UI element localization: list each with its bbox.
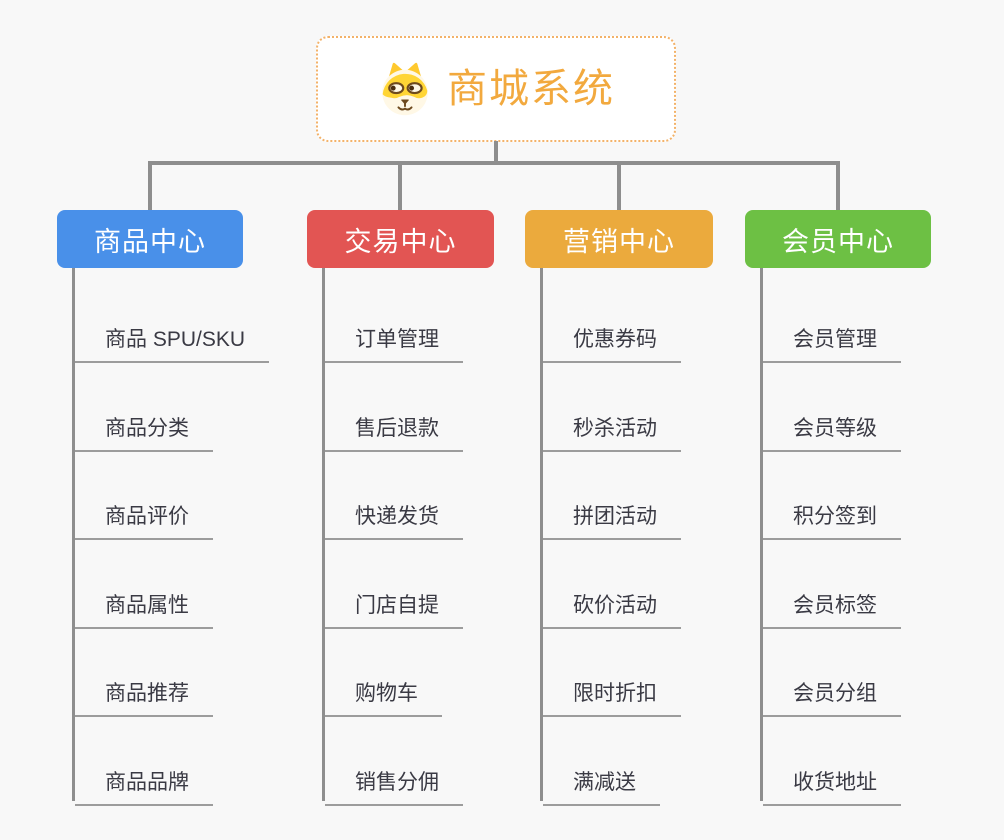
leaf-label: 会员管理 xyxy=(793,328,877,351)
leaf-node-trade-center-0[interactable]: 订单管理 xyxy=(325,301,463,363)
branch-member-center: 会员中心 会员管理会员等级积分签到会员标签会员分组收货地址 xyxy=(745,210,931,806)
branch-label: 商品中心 xyxy=(94,226,206,257)
connector-root-stub xyxy=(494,141,498,163)
leaf-node-member-center-2[interactable]: 积分签到 xyxy=(763,478,901,540)
shiba-dog-icon xyxy=(377,61,433,117)
leaf-label: 会员标签 xyxy=(793,594,877,617)
connector-drop-marketing xyxy=(617,163,621,210)
branch-marketing-center: 营销中心 优惠券码秒杀活动拼团活动砍价活动限时折扣满减送 xyxy=(525,210,713,806)
branch-label: 会员中心 xyxy=(782,226,894,257)
leaf-label: 商品推荐 xyxy=(105,682,189,705)
leaf-node-trade-center-2[interactable]: 快递发货 xyxy=(325,478,463,540)
leaf-node-product-center-3[interactable]: 商品属性 xyxy=(75,567,213,629)
branch-box-member-center[interactable]: 会员中心 xyxy=(745,210,931,268)
leaf-label: 快递发货 xyxy=(355,505,439,528)
leaf-label: 积分签到 xyxy=(793,505,877,528)
root-node[interactable]: 商城系统 xyxy=(316,36,676,142)
branch-label: 营销中心 xyxy=(563,226,675,257)
leaf-node-product-center-1[interactable]: 商品分类 xyxy=(75,390,213,452)
branch-product-center: 商品中心 商品 SPU/SKU 商品分类商品评价商品属性商品推荐商品品牌 xyxy=(57,210,270,806)
leaf-label: 会员等级 xyxy=(793,417,877,440)
leaf-node-trade-center-1[interactable]: 售后退款 xyxy=(325,390,463,452)
leaf-node-trade-center-4[interactable]: 购物车 xyxy=(325,655,442,717)
connector-drop-member xyxy=(836,163,840,210)
leaf-node-member-center-4[interactable]: 会员分组 xyxy=(763,655,901,717)
leaf-label: 秒杀活动 xyxy=(573,417,657,440)
branch-box-product-center[interactable]: 商品中心 xyxy=(57,210,243,268)
connector-drop-trade xyxy=(398,163,402,210)
leaf-label: 商品属性 xyxy=(105,594,189,617)
leaf-node-marketing-center-3[interactable]: 砍价活动 xyxy=(543,567,681,629)
root-title: 商城系统 xyxy=(447,67,615,111)
leaf-label: 满减送 xyxy=(573,771,636,794)
leaf-label: 限时折扣 xyxy=(573,682,657,705)
leaf-label: 收货地址 xyxy=(793,771,877,794)
branch-leaves-product-center: 商品 SPU/SKU 商品分类商品评价商品属性商品推荐商品品牌 xyxy=(72,268,375,806)
leaf-node-trade-center-3[interactable]: 门店自提 xyxy=(325,567,463,629)
leaf-node-member-center-3[interactable]: 会员标签 xyxy=(763,567,901,629)
leaf-node-member-center-5[interactable]: 收货地址 xyxy=(763,744,901,806)
branch-leaves-trade-center: 订单管理售后退款快递发货门店自提购物车销售分佣 xyxy=(322,268,625,806)
leaf-node-product-center-4[interactable]: 商品推荐 xyxy=(75,655,213,717)
leaf-node-marketing-center-1[interactable]: 秒杀活动 xyxy=(543,390,681,452)
leaf-label: 购物车 xyxy=(355,682,418,705)
leaf-node-product-center-5[interactable]: 商品品牌 xyxy=(75,744,213,806)
branch-label: 交易中心 xyxy=(344,226,457,257)
branch-leaves-member-center: 会员管理会员等级积分签到会员标签会员分组收货地址 xyxy=(760,268,1004,806)
leaf-label: 商品分类 xyxy=(105,417,189,440)
leaf-node-marketing-center-2[interactable]: 拼团活动 xyxy=(543,478,681,540)
leaf-node-marketing-center-0[interactable]: 优惠券码 xyxy=(543,301,681,363)
leaf-label: 订单管理 xyxy=(355,328,439,351)
branch-trade-center: 交易中心 订单管理售后退款快递发货门店自提购物车销售分佣 xyxy=(307,210,494,806)
leaf-node-trade-center-5[interactable]: 销售分佣 xyxy=(325,744,463,806)
leaf-label: 销售分佣 xyxy=(355,771,439,794)
leaf-node-member-center-0[interactable]: 会员管理 xyxy=(763,301,901,363)
leaf-node-product-center-2[interactable]: 商品评价 xyxy=(75,478,213,540)
leaf-label: 拼团活动 xyxy=(573,505,657,528)
leaf-label: 商品品牌 xyxy=(105,771,189,794)
leaf-node-marketing-center-4[interactable]: 限时折扣 xyxy=(543,655,681,717)
branch-box-trade-center[interactable]: 交易中心 xyxy=(307,210,494,268)
connector-drop-product xyxy=(148,163,152,210)
connector-rail xyxy=(148,161,840,165)
branch-leaves-marketing-center: 优惠券码秒杀活动拼团活动砍价活动限时折扣满减送 xyxy=(540,268,843,806)
leaf-node-member-center-1[interactable]: 会员等级 xyxy=(763,390,901,452)
leaf-node-product-center-0[interactable]: 商品 SPU/SKU xyxy=(75,301,270,363)
leaf-label: 砍价活动 xyxy=(573,594,657,617)
leaf-label: 会员分组 xyxy=(793,682,877,705)
leaf-label: 售后退款 xyxy=(355,417,439,440)
leaf-label: 门店自提 xyxy=(355,594,439,617)
leaf-label: 优惠券码 xyxy=(573,328,657,351)
leaf-label: 商品 SPU/SKU xyxy=(105,328,246,351)
leaf-node-marketing-center-5[interactable]: 满减送 xyxy=(543,744,660,806)
branch-box-marketing-center[interactable]: 营销中心 xyxy=(525,210,713,268)
leaf-label: 商品评价 xyxy=(105,505,189,528)
